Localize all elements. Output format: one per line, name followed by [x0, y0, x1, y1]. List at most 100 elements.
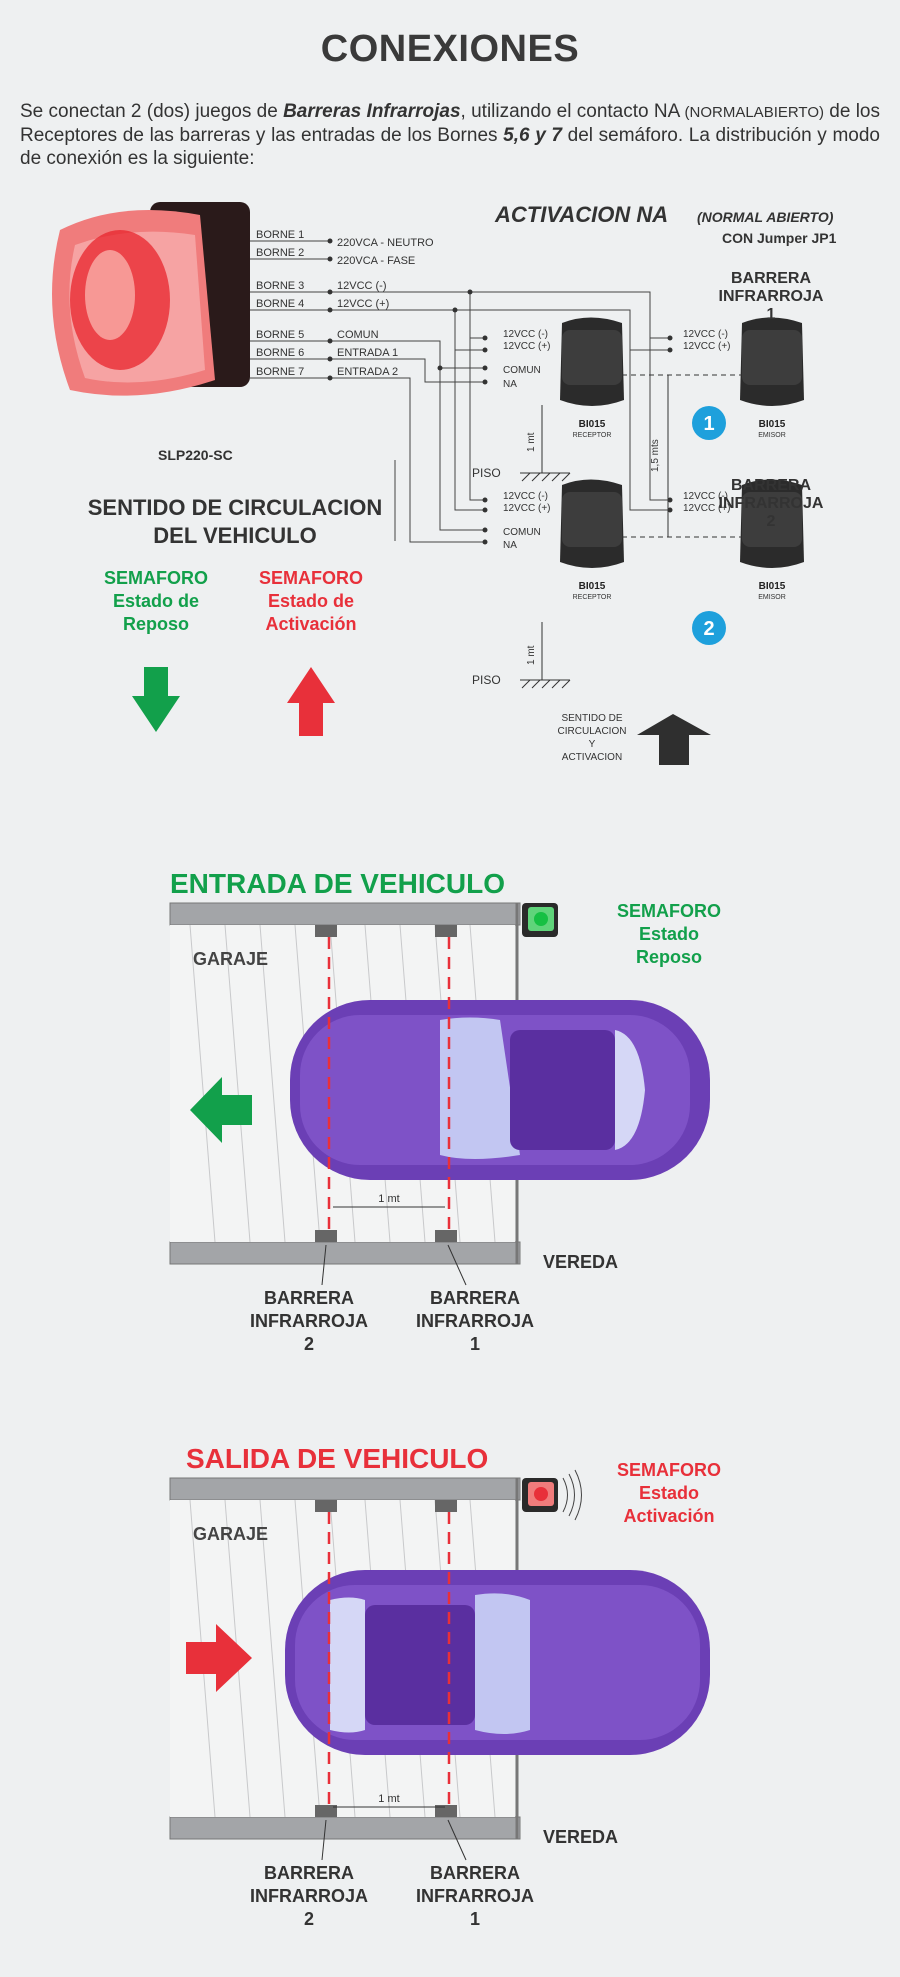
borne-6-label: BORNE 6: [256, 347, 304, 359]
receptor2-term-na: NA: [503, 540, 517, 551]
entrada-light-label-1: SEMAFORO: [617, 901, 721, 921]
intro-text-2: , utilizando el contacto NA: [460, 101, 685, 122]
borne-3-label: BORNE 3: [256, 280, 304, 292]
salida-b2-label-1: BARRERA: [264, 1863, 354, 1883]
entrada-title: ENTRADA DE VEHICULO: [170, 868, 505, 899]
intro-small-na: (NORMALABIERTO): [684, 104, 824, 121]
floor-label-1: PISO: [472, 466, 501, 480]
badge-2: [692, 611, 726, 645]
borne-7-label: BORNE 7: [256, 366, 304, 378]
salida-title: SALIDA DE VEHICULO: [186, 1443, 488, 1474]
salida-light-label-3: Activación: [623, 1506, 714, 1526]
salida-sidewalk-label: VEREDA: [543, 1827, 618, 1847]
rest-label-3: Reposo: [123, 614, 189, 634]
receptor1-model: BI015: [579, 419, 606, 430]
receptor1-term-com: COMUN: [503, 365, 541, 376]
entrada-b1-label-2: INFRARROJA: [416, 1311, 534, 1331]
entrada-distance-label: 1 mt: [378, 1193, 399, 1205]
barrier2-heading-2: INFRARROJA: [719, 495, 824, 512]
salida-light-label-1: SEMAFORO: [617, 1460, 721, 1480]
salida-direction-arrow-icon: [186, 1624, 252, 1692]
salida-b1-label-1: BARRERA: [430, 1863, 520, 1883]
floor-label-2: PISO: [472, 673, 501, 687]
badge-1-number: 1: [703, 413, 714, 435]
receptor2-term-neg: 12VCC (-): [503, 491, 548, 502]
receptor2-caption: RECEPTOR: [573, 594, 612, 601]
receptor2-term-com: COMUN: [503, 527, 541, 538]
receptor-2: [560, 479, 624, 568]
borne-2-signal: 220VCA - FASE: [337, 255, 415, 267]
direction-line-3: Y: [589, 739, 596, 750]
badge-2-number: 2: [703, 618, 714, 640]
activation-subtitle: (NORMAL ABIERTO): [697, 209, 834, 225]
borne-4-label: BORNE 4: [256, 298, 304, 310]
entrada-traffic-light-icon: [522, 903, 558, 937]
entrada-direction-arrow-icon: [190, 1077, 252, 1143]
salida-traffic-light-icon: [522, 1469, 582, 1521]
rest-label-2: Estado de: [113, 591, 199, 611]
direction-line-4: ACTIVACION: [562, 752, 622, 763]
emisor2-term-neg: 12VCC (-): [683, 491, 728, 502]
emisor2-model: BI015: [759, 581, 786, 592]
height-label-1: 1 mt: [526, 432, 537, 452]
green-down-arrow-icon: [132, 667, 180, 732]
receptor1-term-na: NA: [503, 379, 517, 390]
rest-label-1: SEMAFORO: [104, 568, 208, 588]
salida-distance-label: 1 mt: [378, 1793, 399, 1805]
receptor2-model: BI015: [579, 581, 606, 592]
jumper-note: CON Jumper JP1: [722, 230, 837, 246]
entrada-b1-label-3: 1: [470, 1334, 480, 1354]
borne-list: BORNE 1 BORNE 2 BORNE 3 BORNE 4 BORNE 5 …: [256, 229, 434, 378]
barrier2-heading-3: 2: [767, 513, 776, 530]
salida-diagram: SALIDA DE VEHICULO GARAJE 1 mt VEREDA SE…: [169, 1443, 721, 1929]
entrada-sidewalk-label: VEREDA: [543, 1252, 618, 1272]
emisor1-caption: EMISOR: [758, 432, 786, 439]
wiring-diagram: SLP220-SC BORNE 1 BORNE 2 BORNE 3 BORNE …: [52, 202, 837, 765]
spacing-label: 1,5 mts: [650, 439, 661, 472]
borne-5-signal: COMUN: [337, 329, 379, 341]
emisor1-term-pos: 12VCC (+): [683, 341, 731, 352]
entrada-b1-label-1: BARRERA: [430, 1288, 520, 1308]
entrada-light-label-2: Estado: [639, 924, 699, 944]
receptor1-term-neg: 12VCC (-): [503, 329, 548, 340]
borne-1-label: BORNE 1: [256, 229, 304, 241]
act-label-3: Activación: [265, 614, 356, 634]
traffic-light-device: [52, 202, 250, 396]
salida-b2-label-2: INFRARROJA: [250, 1886, 368, 1906]
entrada-garage-label: GARAJE: [193, 949, 268, 969]
emisor-2: [740, 479, 804, 568]
car-exiting: [285, 1570, 710, 1755]
salida-b2-label-3: 2: [304, 1909, 314, 1929]
borne-7-signal: ENTRADA 2: [337, 366, 398, 378]
entrada-b2-label-2: INFRARROJA: [250, 1311, 368, 1331]
emisor2-term-pos: 12VCC (+): [683, 503, 731, 514]
act-label-2: Estado de: [268, 591, 354, 611]
entrada-b2-label-3: 2: [304, 1334, 314, 1354]
sentido-title-2: DEL VEHICULO: [153, 523, 316, 548]
emisor1-model: BI015: [759, 419, 786, 430]
act-label-1: SEMAFORO: [259, 568, 363, 588]
barrier1-heading-1: BARRERA: [731, 270, 811, 287]
barrier2-heading-1: BARRERA: [731, 477, 811, 494]
borne-5-label: BORNE 5: [256, 329, 304, 341]
salida-b1-label-2: INFRARROJA: [416, 1886, 534, 1906]
height-label-2: 1 mt: [526, 645, 537, 665]
borne-6-signal: ENTRADA 1: [337, 347, 398, 359]
salida-light-label-2: Estado: [639, 1483, 699, 1503]
entrada-diagram: ENTRADA DE VEHICULO GARAJE 1 mt VEREDA S…: [169, 868, 721, 1354]
borne-3-signal: 12VCC (-): [337, 280, 387, 292]
entrada-light-label-3: Reposo: [636, 947, 702, 967]
intro-emphasis-barriers: Barreras Infrarrojas: [283, 101, 461, 122]
entrada-b2-label-1: BARRERA: [264, 1288, 354, 1308]
barrier1-heading-2: INFRARROJA: [719, 288, 824, 305]
salida-garage-label: GARAJE: [193, 1524, 268, 1544]
borne-1-signal: 220VCA - NEUTRO: [337, 237, 434, 249]
direction-line-1: SENTIDO DE: [561, 713, 622, 724]
badge-1: [692, 406, 726, 440]
emisor1-term-neg: 12VCC (-): [683, 329, 728, 340]
receptor1-caption: RECEPTOR: [573, 432, 612, 439]
salida-b1-label-3: 1: [470, 1909, 480, 1929]
emisor2-caption: EMISOR: [758, 594, 786, 601]
receptor-1: [560, 317, 624, 406]
direction-line-2: CIRCULACION: [558, 726, 627, 737]
